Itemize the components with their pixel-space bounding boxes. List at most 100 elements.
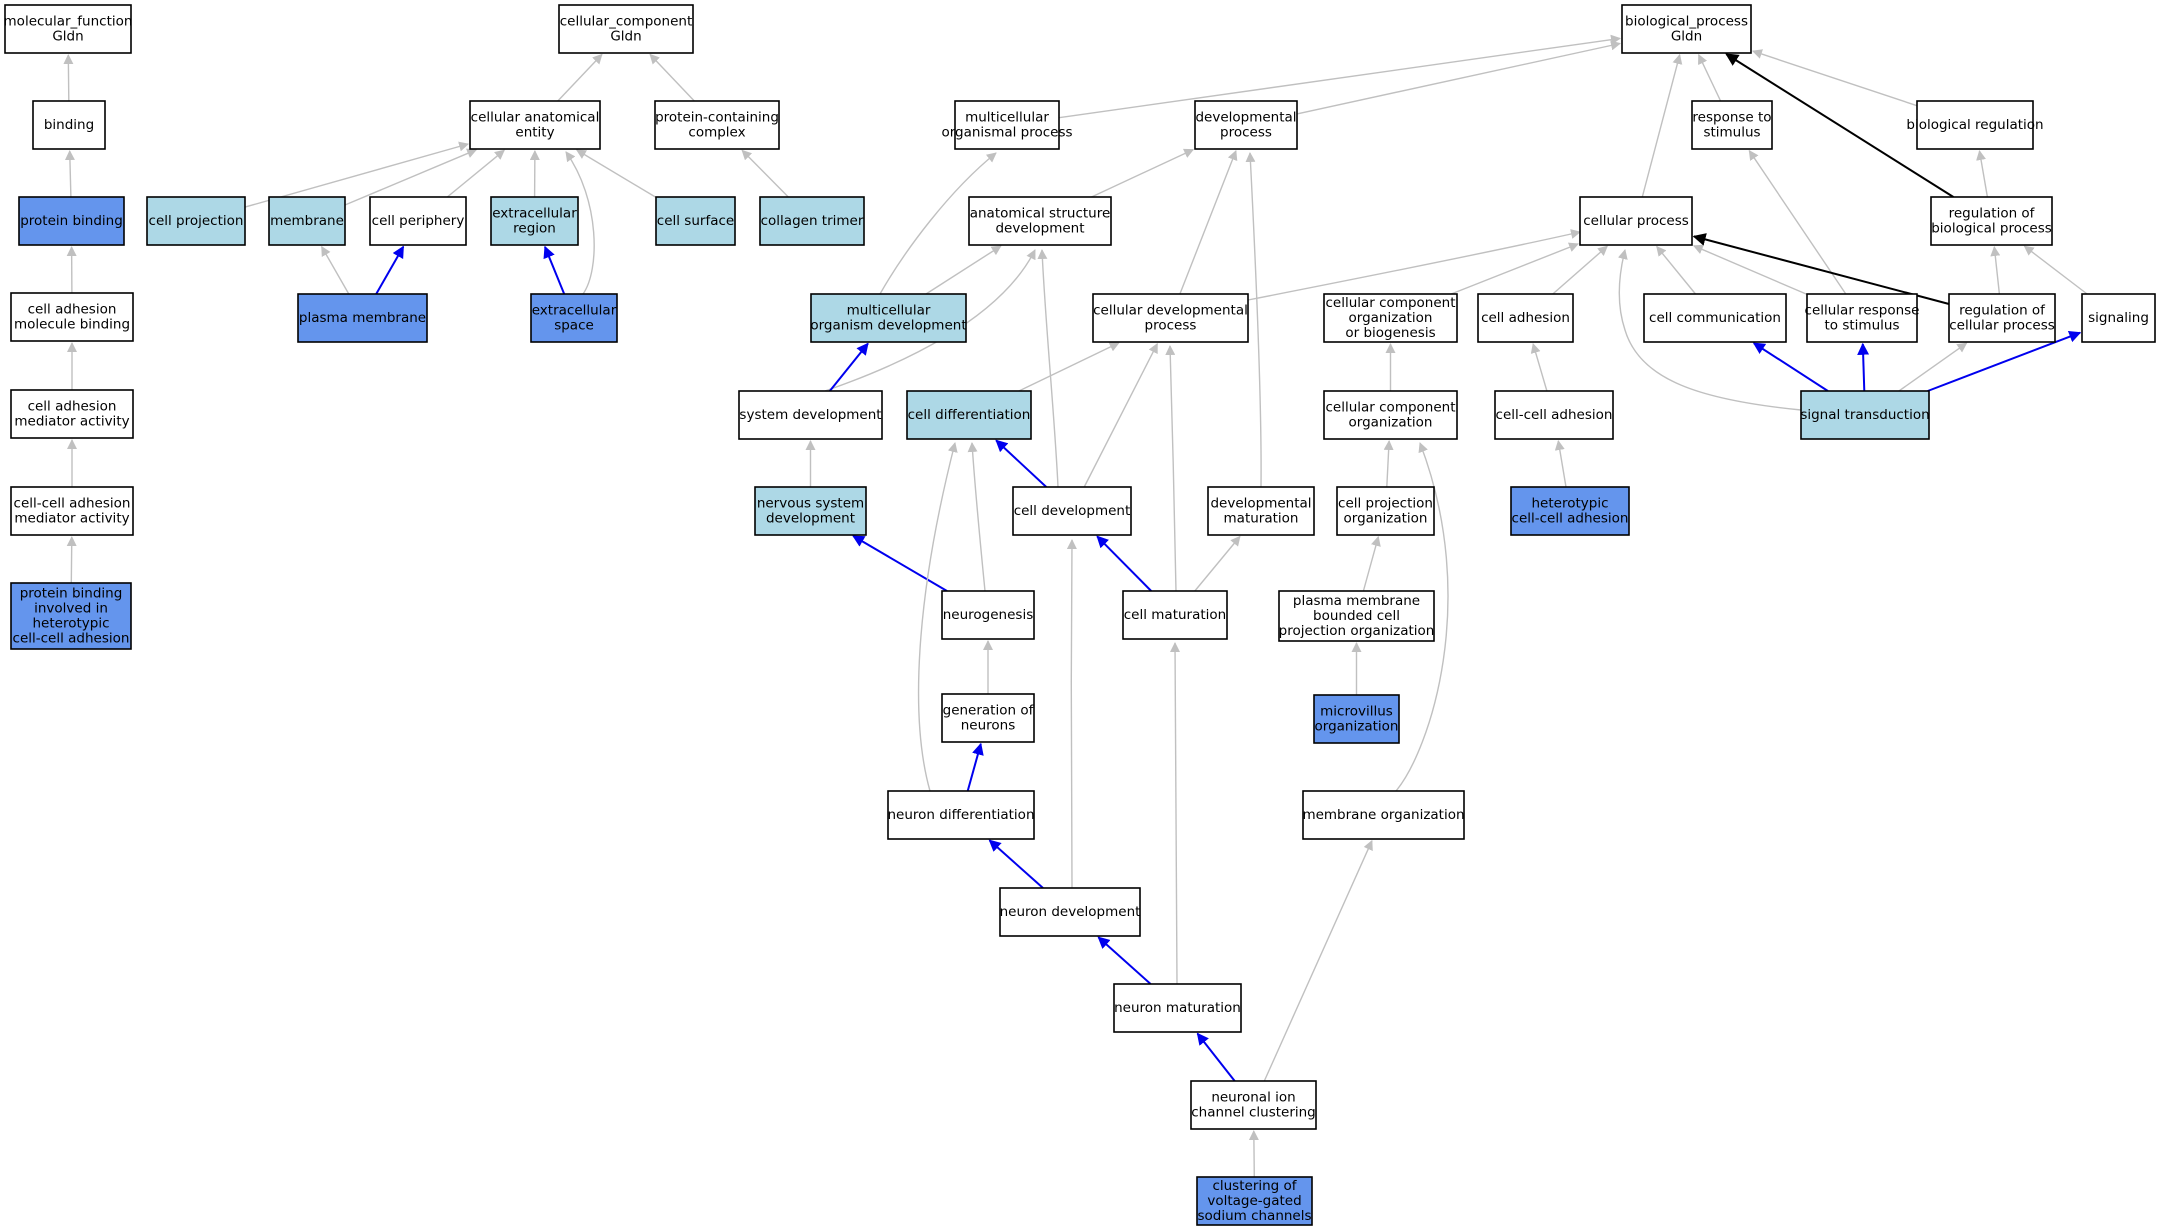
edge-rcp-to-rbp [1990, 246, 2001, 295]
node-box [1207, 486, 1315, 536]
node-box [18, 196, 125, 246]
node-box [1012, 486, 1132, 536]
edge-ccob-to-cellp [1450, 242, 1580, 295]
edge-neurog-to-cdiff [967, 442, 986, 592]
node-box [1113, 983, 1242, 1033]
edge-celldev-to-cdiff [995, 439, 1047, 488]
node-box [954, 100, 1060, 150]
node-label-line: collagen trimer [761, 213, 864, 229]
node-label-line: molecular_function [4, 14, 133, 30]
edge-ecs-to-cae [565, 151, 595, 295]
edge-nmat-to-cmat [1170, 642, 1181, 985]
edge-ndiff-to-genneu [966, 742, 984, 792]
node-label-line: plasma membrane [299, 310, 426, 326]
node-label-line: signal transduction [1800, 407, 1929, 423]
edge-mod-to-asd [925, 245, 1002, 295]
node-box [10, 389, 134, 439]
node-nmat: neuron maturation [1113, 983, 1242, 1033]
node-label-line: cell development [1014, 503, 1131, 519]
node-label-line: Gldn [610, 29, 641, 45]
edge-binding-to-mf [63, 54, 74, 102]
edge-crts-to-rts [1748, 149, 1847, 295]
node-label-line: cell adhesion [28, 399, 117, 415]
node-box [941, 590, 1035, 640]
node-label-line: cell differentiation [908, 407, 1031, 423]
node-label-line: organization [1344, 511, 1428, 527]
edge-st-to-rcp [1898, 342, 1968, 392]
node-label-line: neuron development [1000, 904, 1141, 920]
node-label-line: anatomical structure [970, 206, 1111, 222]
node-pmem: plasma membrane [297, 293, 428, 343]
edge-cadh-to-cellp [1552, 245, 1608, 295]
edge-celldev-to-asd [1037, 249, 1059, 488]
node-box [1621, 4, 1752, 54]
node-label-line: response to [1692, 110, 1771, 126]
node-binding: binding [32, 100, 106, 150]
node-box [369, 196, 467, 246]
node-membrane: membrane [268, 196, 346, 246]
edge-mod-to-mop [879, 152, 997, 295]
edge-nicc-to-memo [1263, 839, 1373, 1082]
node-label-line: cell projection [149, 213, 244, 229]
node-pbind: protein binding [18, 196, 125, 246]
node-box [1313, 694, 1400, 744]
node-label-line: multicellular [965, 110, 1049, 126]
node-label-line: neurons [961, 718, 1016, 734]
node-box [655, 196, 736, 246]
node-label-line: organization [1349, 415, 1433, 431]
edge-nicc-to-nmat [1196, 1032, 1236, 1082]
node-label-line: multicellular [847, 303, 931, 319]
node-ndev: neuron development [999, 887, 1141, 937]
node-celldev: cell development [1012, 486, 1132, 536]
edge-devmat-to-devp [1245, 152, 1262, 488]
edge-pcc-to-cc [649, 53, 695, 102]
node-box [1806, 293, 1918, 343]
node-box [469, 100, 601, 150]
edge-csurf-to-cae [575, 149, 657, 199]
node-label-line: channel clustering [1191, 1105, 1316, 1121]
edge-ecs-to-ecr [543, 245, 566, 295]
node-box [941, 693, 1035, 743]
node-box [10, 582, 132, 650]
node-label-line: cell surface [657, 213, 734, 229]
node-box [1122, 590, 1228, 640]
node-label-line: cell adhesion [1481, 310, 1570, 326]
node-box [297, 293, 428, 343]
node-label-line: neuron differentiation [888, 807, 1035, 823]
edge-rbp-to-breg [1976, 150, 1989, 198]
node-box [1278, 590, 1435, 642]
edge-rbp-to-bp [1725, 53, 1954, 198]
node-ndiff: neuron differentiation [887, 790, 1035, 840]
edge-sysdev-to-mod [829, 342, 869, 392]
node-box [1494, 390, 1614, 440]
node-cmat: cell maturation [1122, 590, 1228, 640]
node-label-line: generation of [943, 703, 1035, 719]
node-label-line: molecule binding [14, 317, 130, 333]
edge-nmat-to-ndev [1097, 936, 1152, 985]
node-label-line: protein binding [20, 213, 123, 229]
node-label-line: plasma membrane [1293, 593, 1420, 609]
edge-rcp-to-cellp [1692, 233, 1950, 305]
node-box [1930, 196, 2053, 246]
edge-cellp-to-bp [1641, 53, 1683, 198]
node-label-line: entity [515, 125, 554, 141]
node-label-line: cellular_component [560, 14, 692, 30]
node-label-line: region [513, 221, 556, 237]
node-label-line: clustering of [1212, 1178, 1297, 1194]
edge-celldev-to-cdp [1083, 342, 1158, 488]
